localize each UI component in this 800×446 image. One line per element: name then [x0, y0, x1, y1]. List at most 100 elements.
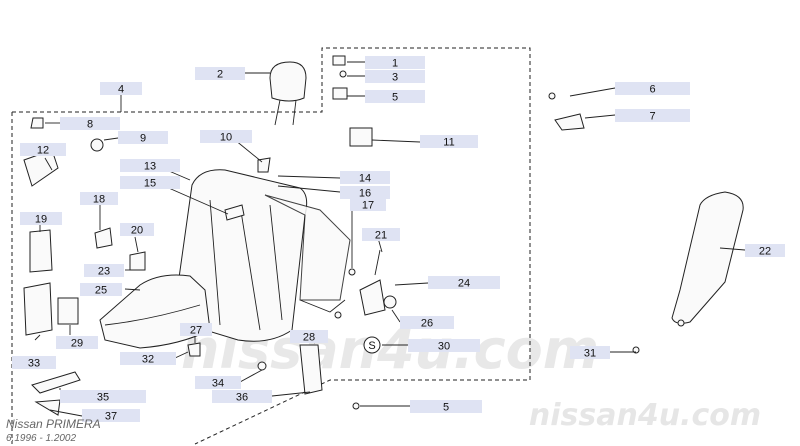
- callout-28: 28: [290, 330, 328, 344]
- callout-number: 32: [142, 354, 154, 366]
- callout-box: [365, 70, 425, 83]
- callout-box: [745, 244, 785, 257]
- callout-box: [118, 131, 168, 144]
- callout-32: 32: [120, 352, 176, 366]
- side-bolster: [671, 191, 744, 327]
- callout-number: 28: [303, 332, 315, 344]
- callout-box: [362, 228, 400, 241]
- callout-number: 6: [649, 84, 655, 96]
- callout-number: 8: [87, 119, 93, 131]
- callout-box: [410, 400, 482, 413]
- callout-box: [56, 336, 98, 349]
- callout-23: 23: [84, 264, 124, 278]
- callout-box: [120, 176, 180, 189]
- small-parts: [23, 55, 640, 416]
- callout-number: 4: [118, 84, 124, 96]
- callout-20: 20: [120, 223, 154, 237]
- callout-4: 4: [100, 82, 142, 96]
- callout-16: 16: [340, 186, 390, 200]
- callout-number: 14: [359, 173, 371, 185]
- callout-9: 9: [118, 131, 168, 145]
- callout-box: [80, 192, 118, 205]
- callout-number: 1: [392, 58, 398, 70]
- callout-box: [195, 67, 245, 80]
- callout-box: [20, 212, 62, 225]
- callout-box: [340, 171, 390, 184]
- callout-35: 35: [60, 390, 146, 404]
- callout-25: 25: [80, 283, 122, 297]
- callout-box: [120, 159, 180, 172]
- callout-box: [365, 90, 425, 103]
- callout-number: 23: [98, 266, 110, 278]
- callout-number: 12: [37, 145, 49, 157]
- callout-number: 25: [95, 285, 107, 297]
- callout-1: 1: [365, 56, 425, 70]
- callout-24: 24: [428, 276, 500, 290]
- callout-number: 16: [359, 188, 371, 200]
- callout-26: 26: [400, 316, 454, 330]
- callout-box: [82, 409, 140, 422]
- callout-21: 21: [362, 228, 400, 242]
- callout-10: 10: [200, 130, 252, 144]
- callout-box: [60, 390, 146, 403]
- callout-number: 5: [443, 402, 449, 414]
- callout-7: 7: [615, 109, 690, 123]
- seat-back: [177, 169, 351, 342]
- callout-18: 18: [80, 192, 118, 206]
- callout-number: 26: [421, 318, 433, 330]
- callout-box: [365, 56, 425, 69]
- callout-number: 21: [375, 230, 387, 242]
- callout-number: 33: [28, 358, 40, 370]
- callout-number: 34: [212, 378, 224, 390]
- callout-box: [120, 352, 176, 365]
- callout-5: 5: [410, 400, 482, 414]
- callout-box: [84, 264, 124, 277]
- callout-15: 15: [120, 176, 180, 190]
- callout-box: [60, 117, 120, 130]
- callout-36: 36: [212, 390, 272, 404]
- svg-text:S: S: [368, 340, 375, 352]
- callout-box: [290, 330, 328, 343]
- callout-number: 29: [71, 338, 83, 350]
- callout-19: 19: [20, 212, 62, 226]
- callout-box: [340, 186, 390, 199]
- callout-number: 27: [190, 325, 202, 337]
- callout-box: [428, 276, 500, 289]
- callout-11: 11: [420, 135, 478, 149]
- callout-5: 5: [365, 90, 425, 104]
- callout-33: 33: [12, 356, 56, 370]
- callout-number: 13: [144, 161, 156, 173]
- callout-30: 30: [408, 339, 480, 353]
- callout-27: 27: [180, 323, 212, 337]
- callout-6: 6: [615, 82, 690, 96]
- callout-box: [12, 356, 56, 369]
- callout-number: 11: [443, 137, 454, 149]
- callout-37: 37: [82, 409, 140, 423]
- callout-8: 8: [60, 117, 120, 131]
- callout-number: 5: [392, 92, 398, 104]
- callout-34: 34: [195, 376, 241, 390]
- callout-13: 13: [120, 159, 180, 173]
- callout-number: 37: [105, 411, 117, 423]
- callout-number: 19: [35, 214, 47, 226]
- callout-14: 14: [340, 171, 390, 185]
- callout-number: 30: [438, 341, 450, 353]
- footer-model: Nissan PRIMERA: [6, 417, 101, 431]
- callout-box: [615, 82, 690, 95]
- callout-3: 3: [365, 70, 425, 84]
- callout-31: 31: [570, 346, 610, 360]
- callout-12: 12: [20, 143, 66, 157]
- footer-years: 6.1996 - 1.2002: [6, 433, 76, 444]
- assembly-boundary: [11, 47, 531, 445]
- callout-box: [80, 283, 122, 296]
- callout-number: 18: [93, 194, 105, 206]
- callout-box: [195, 376, 241, 389]
- callout-number: 3: [392, 72, 398, 84]
- callout-number: 9: [140, 133, 146, 145]
- callout-box: [212, 390, 272, 403]
- callout-box: [180, 323, 212, 336]
- callout-17: 17: [350, 198, 386, 212]
- callout-22: 22: [745, 244, 785, 258]
